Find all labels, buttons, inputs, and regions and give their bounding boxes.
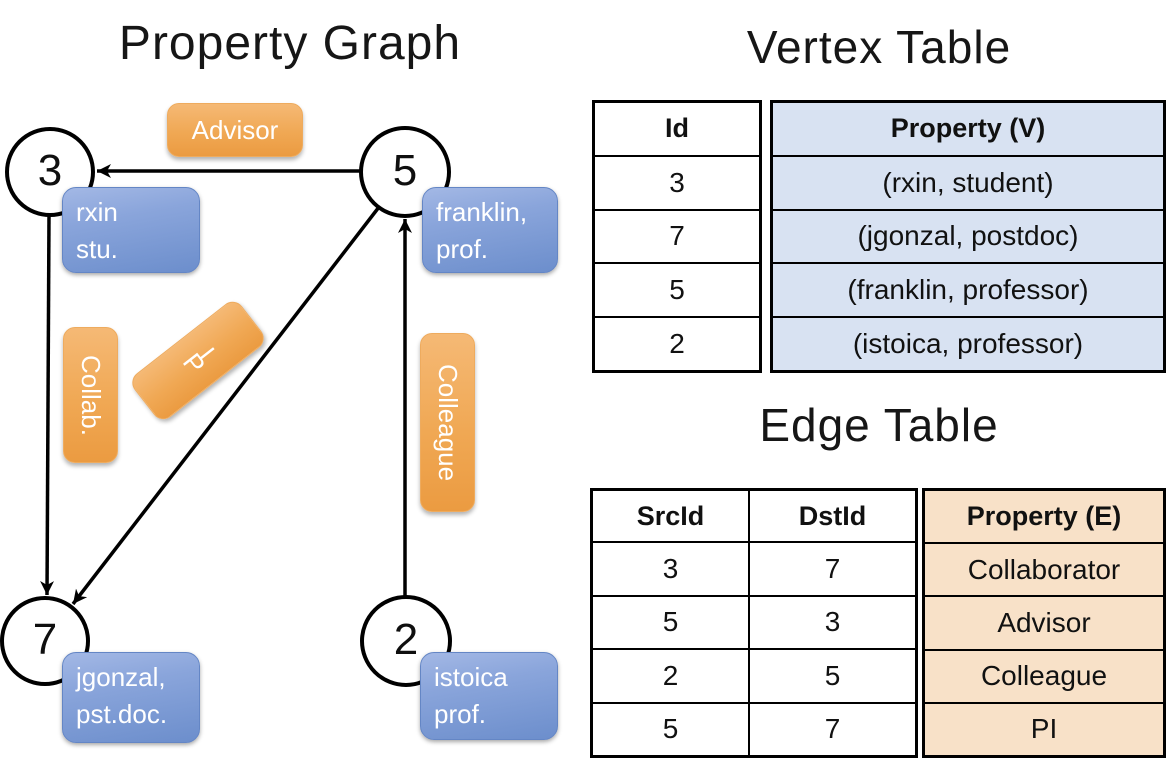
edge-label-advisor: Advisor [167,103,303,157]
table-cell: 7 [748,541,915,595]
table-cell: (rxin, student) [773,154,1163,209]
node-label-5: 5 [392,146,418,195]
table-cell: 5 [593,701,748,755]
table-cell: Colleague [925,648,1163,702]
table-cell: PI [925,701,1163,755]
edge-label-text: Colleague [433,363,463,482]
table-cell: 3 [595,154,759,209]
vertex-property-line: prof. [434,699,487,729]
node-label-2: 2 [393,615,419,664]
vertex-table-id-column: Id 3 7 5 2 [592,100,762,373]
table-cell: 5 [595,262,759,316]
vertex-property-line: pst.doc. [76,699,168,729]
vertex-property-box-3: rxin stu. [62,187,200,273]
property-graph-title: Property Graph [118,17,462,70]
table-cell: Advisor [925,595,1163,648]
edge-table-id-columns: SrcId DstId 3 7 5 3 2 5 5 7 [590,488,918,758]
vertex-property-line: istoica [434,662,508,692]
edge-3-to-7 [40,215,55,596]
edge-table-title: Edge Table [759,399,999,451]
table-cell: 5 [593,594,748,648]
table-cell: 3 [593,541,748,594]
table-cell: Collaborator [925,542,1163,595]
edge-table-dst-header: DstId [748,491,915,542]
vertex-property-line: prof. [436,234,489,264]
table-cell: 2 [595,316,759,370]
vertex-table-property-column: Property (V) (rxin, student) (jgonzal, p… [770,100,1166,373]
vertex-table-title: Vertex Table [746,21,1012,73]
edge-table-property-column: Property (E) Collaborator Advisor Collea… [922,488,1166,758]
table-cell: 7 [748,701,915,755]
vertex-property-box-2: istoica prof. [420,652,558,740]
table-cell: (istoica, professor) [773,316,1163,370]
vertex-table-property-header: Property (V) [890,113,1046,144]
table-cell: 2 [593,648,748,701]
edge-label-collab: Collab. [63,327,118,463]
node-label-3: 3 [37,146,63,195]
table-cell: (jgonzal, postdoc) [773,208,1163,263]
edge-label-text: Advisor [191,114,279,145]
vertex-property-box-5: franklin, prof. [422,187,558,273]
vertex-property-line: franklin, [436,197,528,227]
vertex-property-box-7: jgonzal, pst.doc. [62,652,200,743]
edge-label-text: Collab. [76,354,106,436]
table-cell: (franklin, professor) [773,262,1163,316]
edge-table-src-header: SrcId [636,500,705,531]
table-cell: 7 [595,208,759,263]
edge-label-colleague: Colleague [420,333,475,512]
node-label-7: 7 [32,615,58,664]
vertex-table-id-header: Id [665,113,689,144]
table-cell: 3 [748,594,915,649]
vertex-property-line: jgonzal, [76,662,166,692]
table-cell: 5 [748,648,915,702]
edge-table-property-header: Property (E) [966,501,1122,532]
vertex-property-line: stu. [76,234,118,264]
vertex-property-line: rxin [76,197,118,227]
